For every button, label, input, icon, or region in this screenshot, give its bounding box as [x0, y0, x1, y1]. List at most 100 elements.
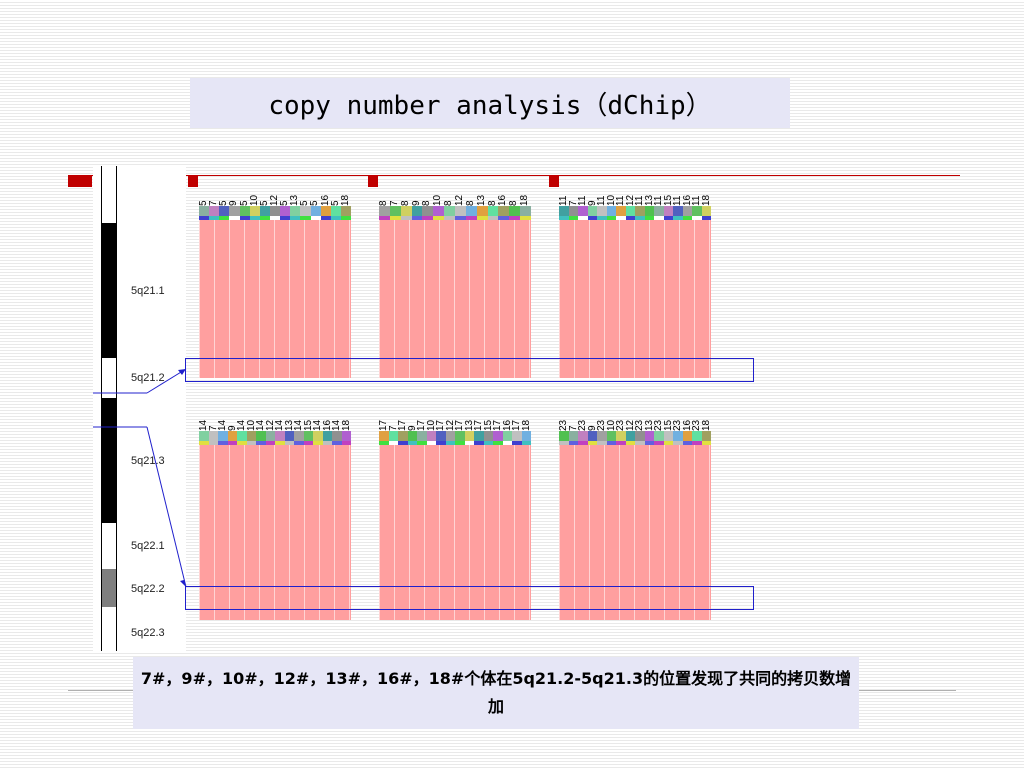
color-cell: [512, 441, 522, 445]
chromosome-ideogram: 5q21.1 5q21.2 5q21.3 5q22.1 5q22.2 5q22.…: [93, 166, 186, 651]
ideogram-band-top: [101, 166, 117, 223]
color-cell: [208, 431, 218, 441]
color-cell: [654, 441, 664, 445]
color-cell: [654, 206, 664, 216]
color-cell: [265, 431, 275, 441]
color-cell: [682, 216, 692, 220]
color-cell: [502, 441, 512, 445]
color-cell: [284, 441, 294, 445]
highlight-box-lower: [185, 586, 754, 610]
color-cell: [682, 441, 692, 445]
color-cell: [330, 206, 341, 216]
color-cell: [322, 441, 332, 445]
color-cell: [587, 441, 597, 445]
color-cell: [388, 431, 398, 441]
color-cell: [673, 206, 683, 216]
color-cell: [568, 216, 578, 220]
color-cell: [625, 206, 635, 216]
color-cell: [587, 431, 597, 441]
color-cell: [426, 431, 436, 441]
color-cell: [280, 216, 291, 220]
color-cell: [280, 206, 291, 216]
color-cell: [464, 431, 474, 441]
color-cell: [578, 431, 588, 441]
cnv-heatmap: [379, 220, 531, 378]
color-cell: [445, 441, 455, 445]
color-cell: [444, 216, 456, 220]
color-cell: [474, 441, 484, 445]
color-cell: [578, 441, 588, 445]
color-cell: [320, 216, 331, 220]
color-cell: [259, 206, 270, 216]
caption-text: 7#，9#，10#，12#，13#，16#，18#个体在5q21.2-5q21.…: [140, 669, 852, 716]
color-cell: [208, 441, 218, 445]
color-cell: [455, 206, 466, 216]
color-cell: [654, 216, 664, 220]
ideogram-band-5q21-2: [101, 358, 117, 398]
color-cell: [663, 216, 673, 220]
title-box: copy number analysis（dChip）: [190, 78, 790, 128]
color-cell: [692, 441, 702, 445]
ideogram-band-5q21-1: [101, 223, 117, 358]
color-cell: [625, 216, 635, 220]
color-cell: [465, 216, 477, 220]
color-cell: [493, 441, 503, 445]
sample-color-strip: [199, 206, 352, 216]
color-cell: [455, 441, 465, 445]
color-cell: [673, 431, 683, 441]
color-cell: [682, 431, 692, 441]
ideogram-band-5q22-1: [101, 523, 117, 569]
color-cell: [559, 441, 569, 445]
color-cell: [644, 431, 654, 441]
color-cell: [465, 206, 477, 216]
color-cell: [332, 431, 342, 441]
color-cell: [229, 216, 240, 220]
color-cell: [256, 431, 266, 441]
band-label: 5q21.1: [131, 285, 165, 297]
color-cell: [663, 206, 673, 216]
color-cell: [701, 206, 711, 216]
color-cell: [445, 431, 455, 441]
color-cell: [701, 431, 711, 441]
color-cell: [246, 431, 256, 441]
color-cell: [379, 206, 390, 216]
color-cell: [218, 431, 228, 441]
color-cell: [568, 431, 578, 441]
color-cell: [455, 216, 466, 220]
color-cell: [389, 206, 401, 216]
color-cell: [587, 206, 597, 216]
color-cell: [275, 431, 285, 441]
color-cell: [616, 441, 626, 445]
color-cell: [444, 206, 456, 216]
color-cell: [275, 441, 285, 445]
color-cell: [300, 206, 311, 216]
color-cell: [635, 216, 645, 220]
color-cell: [209, 206, 220, 216]
color-cell: [578, 206, 588, 216]
color-cell: [422, 206, 434, 216]
color-cell: [521, 441, 531, 445]
color-cell: [606, 216, 616, 220]
color-cell: [219, 216, 230, 220]
color-cell: [249, 216, 260, 220]
color-cell: [227, 441, 237, 445]
color-cell: [701, 216, 711, 220]
sample-color-strip: [559, 431, 711, 441]
color-cell: [663, 431, 673, 441]
color-cell: [259, 216, 270, 220]
color-cell: [199, 441, 209, 445]
color-cell: [313, 431, 323, 441]
color-cell: [417, 441, 427, 445]
color-cell: [616, 216, 626, 220]
color-cell: [521, 431, 531, 441]
color-cell: [341, 431, 351, 441]
color-cell: [265, 441, 275, 445]
sample-color-strip-lower: [379, 216, 532, 220]
color-cell: [476, 216, 488, 220]
red-marker-left: [68, 175, 92, 187]
color-cell: [587, 216, 597, 220]
color-cell: [559, 431, 569, 441]
color-cell: [436, 441, 446, 445]
color-cell: [568, 206, 578, 216]
cnv-heatmap: [199, 445, 351, 620]
